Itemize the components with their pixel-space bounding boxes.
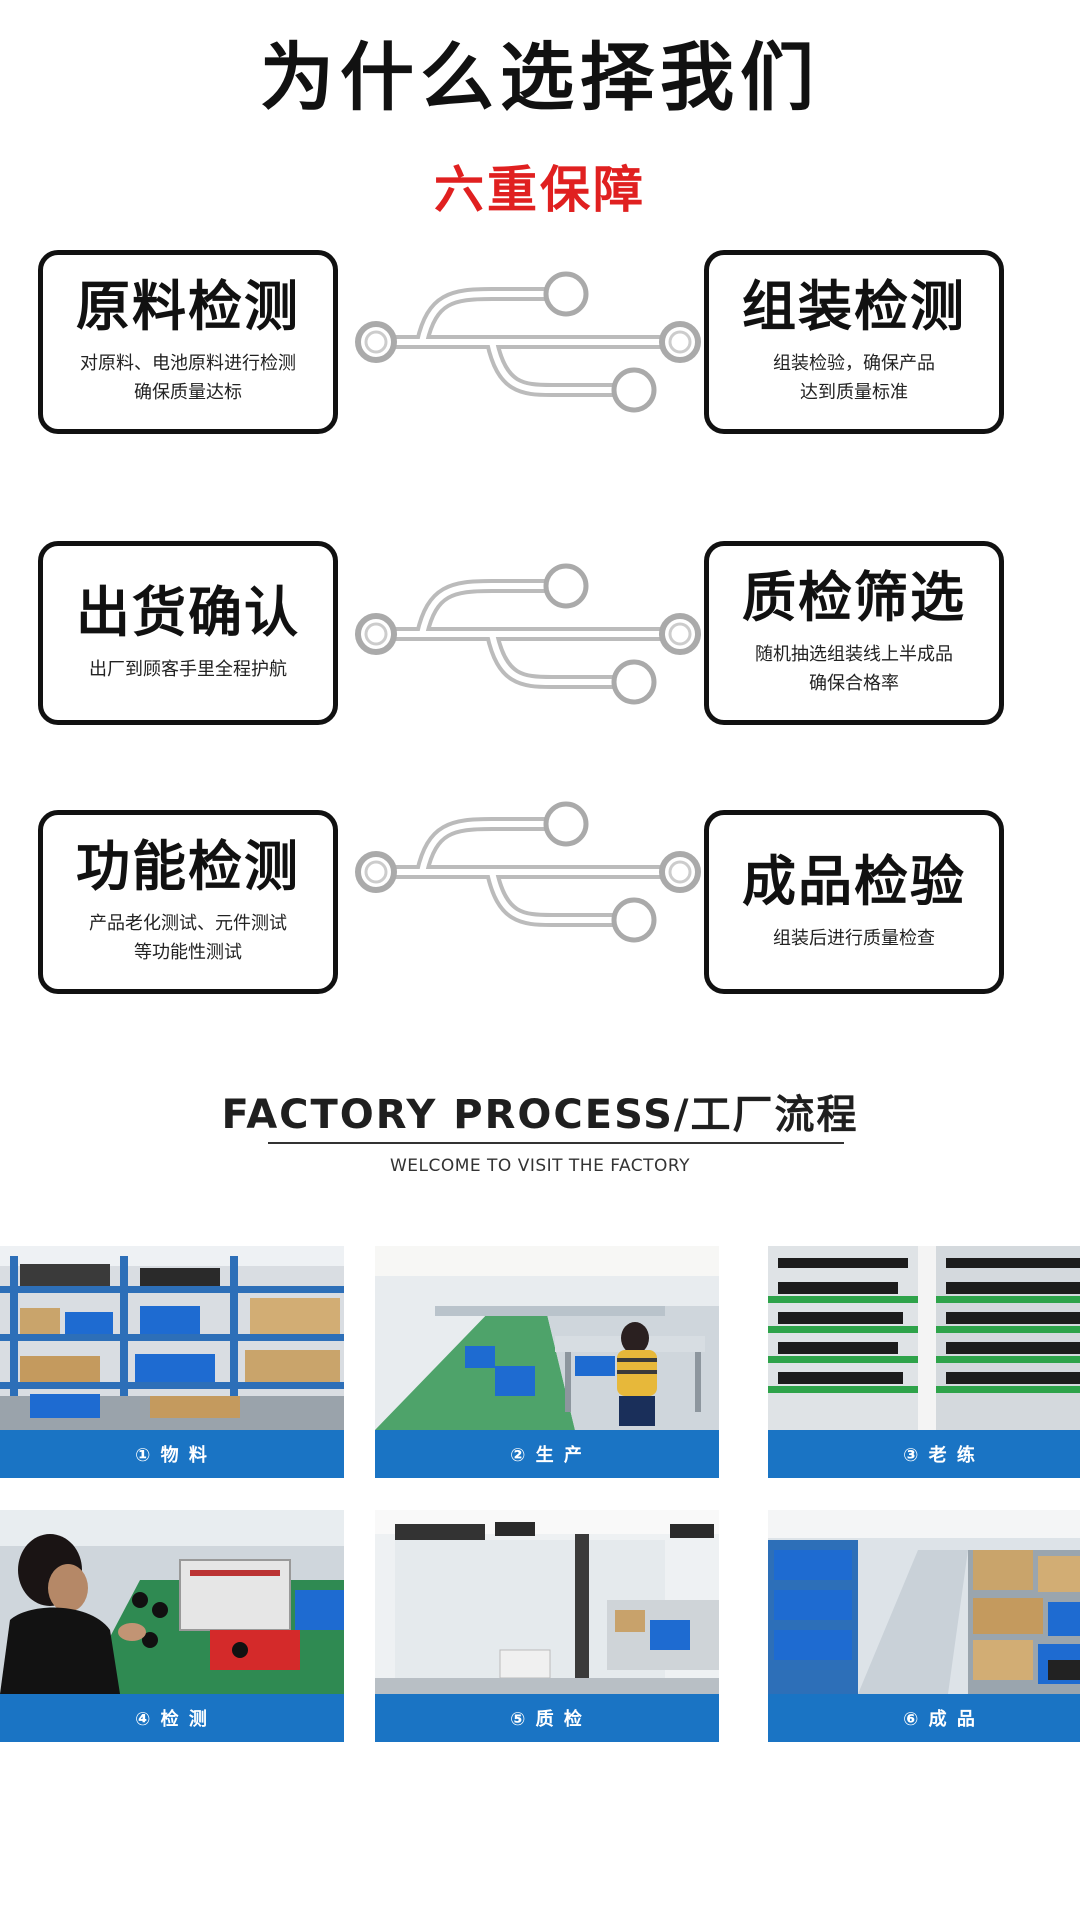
usb-connector-graphic-1	[355, 271, 701, 413]
step-caption: ⑤ 质 检	[375, 1694, 719, 1742]
card-title: 原料检测	[76, 275, 300, 339]
section-subtitle: 六重保障	[434, 161, 646, 219]
card-title: 质检筛选	[742, 566, 966, 630]
card-title: 组装检测	[742, 275, 966, 339]
card-description: 对原料、电池原料进行检测 确保质量达标	[80, 353, 296, 404]
factory-step-aging: ③ 老 练	[768, 1246, 1080, 1478]
step-caption: ⑥ 成 品	[768, 1694, 1080, 1742]
step-caption: ④ 检 测	[0, 1694, 344, 1742]
quality-inspection-room-photo	[375, 1510, 719, 1694]
card-description: 出厂到顾客手里全程护航	[89, 658, 287, 680]
production-line-photo	[375, 1246, 719, 1430]
card-title: 成品检验	[742, 849, 966, 913]
usb-connector-graphic-2	[355, 563, 701, 705]
step-caption: ② 生 产	[375, 1430, 719, 1478]
guarantee-card-raw-material: 原料检测 对原料、电池原料进行检测 确保质量达标	[38, 250, 338, 434]
card-description: 随机抽选组装线上半成品 确保合格率	[755, 644, 953, 695]
heading-divider	[268, 1142, 844, 1144]
guarantee-card-assembly: 组装检测 组装检验，确保产品 达到质量标准	[704, 250, 1004, 434]
aging-racks-photo	[768, 1246, 1080, 1430]
worker-testing-photo	[0, 1510, 344, 1694]
card-description: 组装检验，确保产品 达到质量标准	[773, 353, 935, 404]
warehouse-shelves-photo	[0, 1246, 344, 1430]
factory-process-heading: FACTORY PROCESS/工厂流程	[221, 1092, 859, 1138]
factory-step-materials: ① 物 料	[0, 1246, 344, 1478]
card-description: 组装后进行质量检查	[773, 927, 935, 949]
card-description: 产品老化测试、元件测试 等功能性测试	[89, 913, 287, 964]
finished-goods-warehouse-photo	[768, 1510, 1080, 1694]
factory-welcome-text: WELCOME TO VISIT THE FACTORY	[389, 1156, 691, 1176]
card-title: 出货确认	[76, 580, 300, 644]
factory-step-finished-goods: ⑥ 成 品	[768, 1510, 1080, 1742]
card-title: 功能检测	[76, 835, 300, 899]
step-caption: ③ 老 练	[768, 1430, 1080, 1478]
usb-connector-graphic-3	[355, 801, 701, 943]
guarantee-card-function-test: 功能检测 产品老化测试、元件测试 等功能性测试	[38, 810, 338, 994]
factory-step-production: ② 生 产	[375, 1246, 719, 1478]
factory-step-quality-check: ⑤ 质 检	[375, 1510, 719, 1742]
guarantee-card-final-inspection: 成品检验 组装后进行质量检查	[704, 810, 1004, 994]
page-title: 为什么选择我们	[260, 35, 820, 121]
guarantee-card-shipping: 出货确认 出厂到顾客手里全程护航	[38, 541, 338, 725]
step-caption: ① 物 料	[0, 1430, 344, 1478]
factory-step-testing: ④ 检 测	[0, 1510, 344, 1742]
guarantee-card-qc-screening: 质检筛选 随机抽选组装线上半成品 确保合格率	[704, 541, 1004, 725]
